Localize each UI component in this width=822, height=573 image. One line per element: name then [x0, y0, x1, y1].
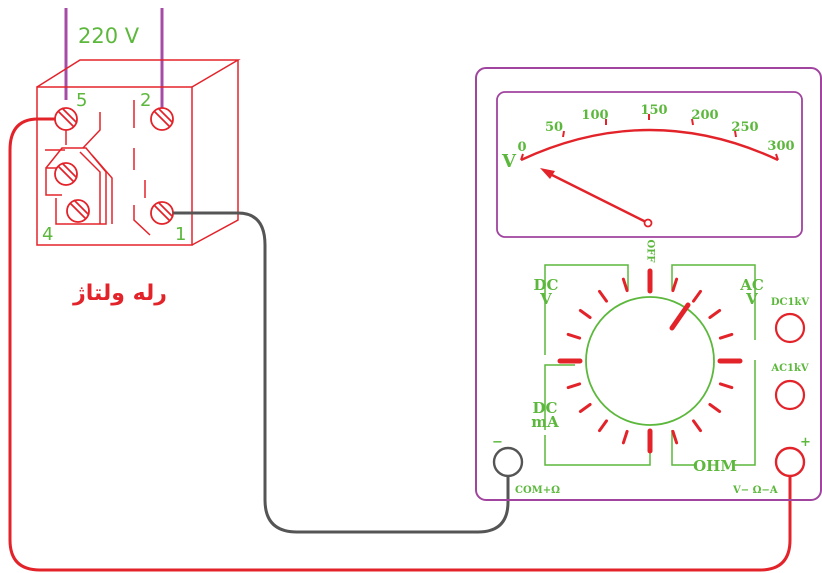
dial-dcv-label-line1: DC — [534, 276, 559, 294]
relay-terminal-a-screw — [54, 162, 78, 186]
relay-terminal-4-screw — [66, 199, 90, 223]
jack-com-label: COM+Ω — [515, 485, 560, 496]
dial-tick-1 — [671, 277, 679, 293]
relay-terminal-4-label: 4 — [42, 224, 53, 245]
jack-dc1kv-label: DC1kV — [771, 297, 810, 308]
scale-tick-0: 0 — [517, 140, 526, 155]
scale-tick-150: 150 — [640, 103, 667, 118]
dial-dcma-label-line2: mA — [531, 413, 559, 431]
dial-acv-label-line2: V — [745, 290, 758, 308]
supply-voltage-label: 220 V — [78, 24, 140, 48]
dial-tick-18 — [598, 289, 608, 303]
jack-com-minus-sign: − — [492, 435, 503, 450]
relay-terminal-1-screw — [150, 201, 174, 225]
dial-range-ticks — [557, 268, 743, 454]
dial-dcma-label-line1: DC — [533, 399, 558, 417]
scale-tick-200: 200 — [691, 108, 718, 123]
dial-tick-9 — [671, 429, 679, 445]
dial-tick-4 — [718, 332, 734, 340]
jack-v-ohm-a[interactable] — [774, 446, 806, 478]
dial-tick-12 — [598, 419, 608, 433]
scale-tick-50: 50 — [545, 120, 563, 135]
relay-contacts — [45, 100, 151, 236]
voltage-scale-ticks — [520, 114, 779, 161]
scale-unit-label: V — [501, 151, 517, 172]
dial-tick-6 — [718, 382, 734, 390]
dial-tick-2 — [692, 289, 702, 303]
meter-needle — [540, 168, 653, 228]
scale-tick-300: 300 — [767, 139, 794, 154]
relay-terminal-1-label: 1 — [175, 224, 186, 245]
dial-tick-11 — [621, 429, 629, 445]
scale-tick-250: 250 — [731, 120, 758, 135]
relay-terminal-2-screw — [150, 107, 174, 131]
scale-tick-100: 100 — [581, 108, 608, 123]
jack-com[interactable] — [492, 446, 524, 478]
relay-terminal-2-label: 2 — [140, 90, 151, 111]
relay-terminal-5-label: 5 — [76, 90, 87, 111]
jack-v-ohm-a-plus-sign: + — [800, 435, 811, 450]
relay-title: رله ولتاژ — [72, 281, 167, 306]
multimeter-display — [496, 91, 803, 238]
dial-tick-8 — [692, 419, 702, 433]
multimeter-body — [475, 67, 822, 501]
jack-ac1kv-label: AC1kV — [770, 363, 809, 374]
voltage-relay — [36, 59, 241, 246]
dial-off-label: OFF — [645, 240, 656, 263]
dial-tick-14 — [566, 382, 582, 390]
dial-tick-17 — [578, 309, 592, 319]
dial-ohm-label: OHM — [693, 457, 737, 475]
jack-ac1kv[interactable] — [774, 379, 806, 411]
dial-acv-label-line1: AC — [739, 276, 764, 294]
range-selector-pointer — [669, 302, 691, 331]
voltage-scale-arc — [520, 128, 779, 162]
gray-test-lead — [173, 211, 510, 534]
red-test-lead — [8, 117, 792, 572]
range-selector-knob[interactable] — [585, 296, 715, 426]
dial-tick-16 — [566, 332, 582, 340]
dial-dcv-label-line2: V — [539, 290, 552, 308]
dial-tick-19 — [621, 277, 629, 293]
dial-tick-13 — [578, 403, 592, 413]
relay-terminal-5-screw — [54, 107, 78, 131]
jack-dc1kv[interactable] — [774, 312, 806, 344]
jack-v-ohm-a-label: V− Ω−A — [732, 485, 778, 496]
range-bracket-outlines — [544, 264, 756, 466]
dial-tick-7 — [708, 403, 722, 413]
dial-tick-3 — [708, 309, 722, 319]
